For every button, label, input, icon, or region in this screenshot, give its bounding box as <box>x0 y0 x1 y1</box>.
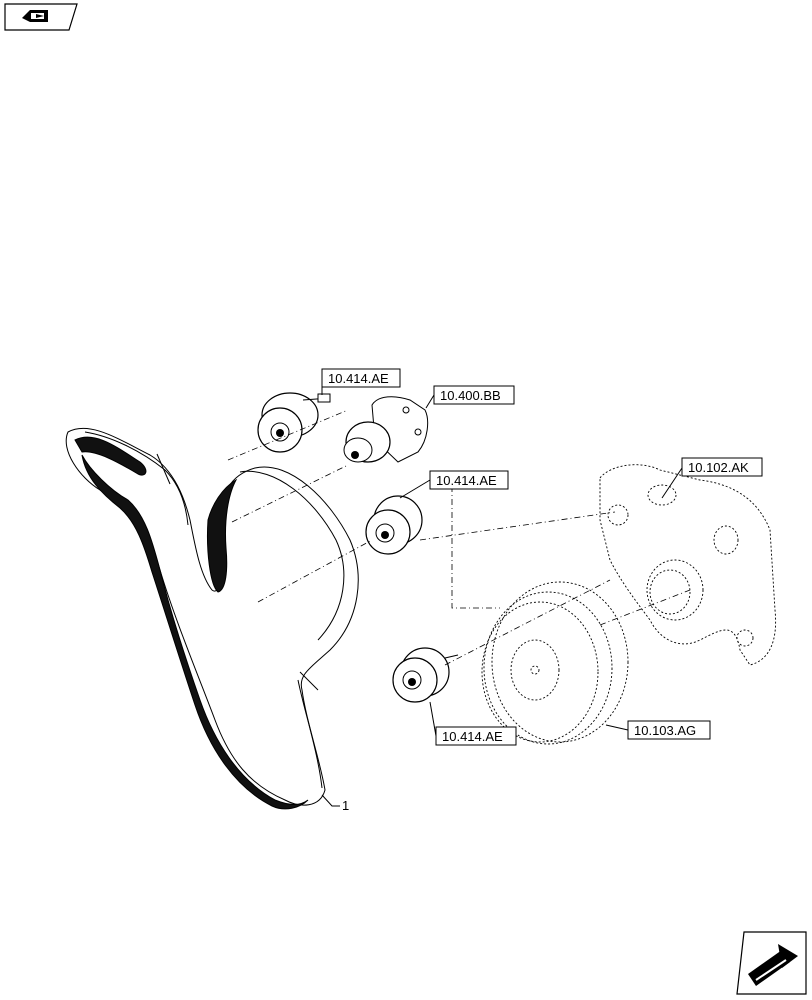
callout-label: 10.414.AE <box>436 473 497 488</box>
poly-v-belt <box>65 427 359 810</box>
centre-lines <box>227 409 691 666</box>
idler-pulley-low <box>392 647 459 703</box>
callout-label: 10.414.AE <box>328 371 389 386</box>
callout-damper[interactable]: 10.103.AG <box>605 720 711 740</box>
callout-idler-pulley-mid[interactable]: 10.414.AE <box>399 470 509 609</box>
prev-page-nav[interactable] <box>4 3 78 31</box>
engine-front-cover <box>599 464 777 666</box>
callout-label: 10.400.BB <box>440 388 501 403</box>
callout-idler-pulley-low[interactable]: 10.414.AE <box>429 701 517 746</box>
callout-label: 10.102.AK <box>688 460 749 475</box>
callout-label: 1 <box>342 798 349 813</box>
callout-front-cover[interactable]: 10.102.AK <box>661 457 763 499</box>
callout-idler-pulley-top[interactable]: 10.414.AE <box>321 368 401 395</box>
idler-pulley-top <box>257 392 331 453</box>
belt-tensioner <box>343 396 429 463</box>
arrow-forward-icon <box>748 944 798 986</box>
callout-label: 10.103.AG <box>634 723 696 738</box>
callout-tensioner[interactable]: 10.400.BB <box>425 385 515 409</box>
callout-belt[interactable]: 1 <box>321 794 349 813</box>
idler-pulley-mid <box>365 495 423 555</box>
callout-label: 10.414.AE <box>442 729 503 744</box>
crankshaft-damper <box>481 581 629 745</box>
next-page-nav[interactable] <box>736 931 807 995</box>
arrow-back-icon <box>22 10 48 22</box>
